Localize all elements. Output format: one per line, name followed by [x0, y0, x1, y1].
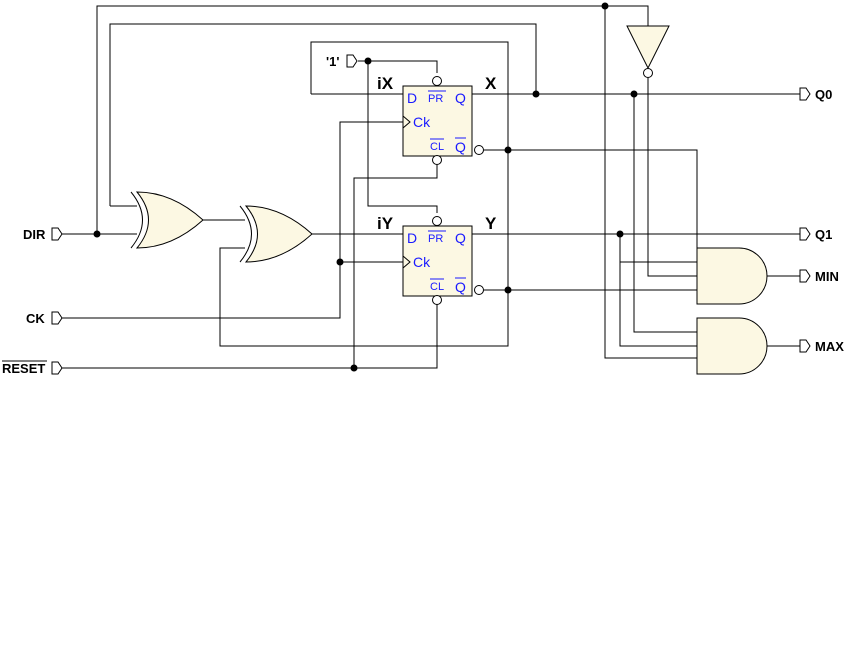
inverter-body: [626, 25, 670, 70]
flipflop-y-pin-cl: CL: [430, 281, 444, 293]
inverter-bubble: [643, 68, 653, 78]
flipflop-y-qbar-bubble: [474, 285, 484, 295]
flipflop-x-qbar-bubble: [474, 145, 484, 155]
xor-gate-1: [130, 191, 204, 249]
label-q0: Q0: [815, 87, 832, 102]
port-one-icon: [346, 54, 358, 68]
flipflop-y: D PR Q Ck CL Q: [402, 216, 484, 305]
signal-x: X: [485, 74, 497, 93]
flipflop-x-pin-ck: Ck: [413, 114, 431, 130]
wire-dir-to-max: [604, 6, 697, 359]
junction-x-feedback: [532, 90, 540, 98]
flipflop-y-pin-ck: Ck: [413, 254, 431, 270]
port-q1-icon: [799, 227, 811, 241]
port-dir-icon: [51, 227, 63, 241]
wire-qbary-to-xor2: [219, 247, 509, 347]
label-reset: RESET: [2, 361, 45, 376]
port-min-icon: [799, 269, 811, 283]
signal-ix: iX: [377, 74, 394, 93]
xor-gate-1-body: [135, 191, 204, 249]
junction-dir-top: [601, 2, 609, 10]
and-gate-max-body: [696, 317, 768, 375]
junction-qbarx: [504, 146, 512, 154]
flipflop-y-preset-bubble: [432, 216, 442, 226]
port-q0-icon: [799, 87, 811, 101]
flipflop-x-preset-bubble: [432, 76, 442, 86]
wire-ck-to-ffx: [62, 121, 403, 319]
junction-dir: [93, 230, 101, 238]
flipflop-y-pin-q: Q: [455, 230, 466, 246]
and-gate-min-body: [696, 247, 768, 305]
xor-gate-2-body: [244, 205, 313, 263]
flipflop-x-pin-pr: PR: [428, 93, 443, 105]
wire-y-to-min: [619, 234, 697, 263]
flipflop-y-body: [402, 225, 473, 297]
xor-gate-2: [239, 205, 313, 263]
flipflop-y-clear-bubble: [432, 295, 442, 305]
flipflop-x-pin-qbar: Q: [455, 139, 466, 155]
xor-gate-2-back-curve: [239, 205, 252, 263]
port-reset-icon: [51, 361, 63, 375]
inverter: [626, 25, 670, 78]
flipflop-x-pin-q: Q: [455, 90, 466, 106]
wires: [62, 5, 800, 369]
label-dir: DIR: [23, 227, 46, 242]
port-max-icon: [799, 339, 811, 353]
label-min: MIN: [815, 269, 839, 284]
junction-qbary: [504, 286, 512, 294]
label-one: '1': [326, 54, 339, 69]
output-ports: Q0 Q1 MIN MAX: [799, 87, 844, 354]
wire-one-to-prx: [358, 60, 438, 73]
flipflop-y-pin-qbar: Q: [455, 279, 466, 295]
label-q1: Q1: [815, 227, 832, 242]
junction-ck: [336, 258, 344, 266]
wire-qbarx-to-min: [484, 149, 698, 290]
wire-one-to-pry: [367, 61, 438, 213]
junction-x-max: [630, 90, 638, 98]
flipflop-y-pin-pr: PR: [428, 233, 443, 245]
and-gate-max: [696, 317, 768, 375]
junction-reset: [350, 364, 358, 372]
wire-qbar-x-loop: [310, 41, 509, 290]
flipflop-x-pin-cl: CL: [430, 141, 444, 153]
signal-y: Y: [485, 214, 497, 233]
label-max: MAX: [815, 339, 844, 354]
junction-y: [616, 230, 624, 238]
junction-one: [364, 57, 372, 65]
wire-x-feedback: [109, 23, 537, 206]
flipflop-y-clock-triangle: [402, 255, 411, 269]
flipflop-x-body: [402, 85, 473, 157]
signal-iy: iY: [377, 214, 394, 233]
junctions: [93, 2, 638, 372]
flipflop-x-pin-d: D: [407, 90, 417, 106]
wire-x-to-max: [633, 94, 697, 333]
flipflop-y-pin-d: D: [407, 230, 417, 246]
label-ck: CK: [26, 311, 45, 326]
wire-dir-to-inverter: [97, 5, 649, 26]
wire-reset-to-cly: [62, 303, 438, 369]
wire-reset-to-clx: [353, 165, 438, 368]
wire-y-to-max: [619, 262, 697, 347]
flipflop-x: D PR Q Ck CL Q: [402, 76, 484, 165]
port-ck-icon: [51, 311, 63, 325]
and-gate-min: [696, 247, 768, 305]
input-ports: DIR CK RESET '1': [2, 54, 358, 376]
flipflop-x-clock-triangle: [402, 115, 411, 129]
wire-inv-to-min: [647, 78, 697, 277]
signal-labels: iX X iY Y: [377, 74, 497, 233]
flipflop-x-clear-bubble: [432, 155, 442, 165]
xor-gate-1-back-curve: [130, 191, 143, 249]
